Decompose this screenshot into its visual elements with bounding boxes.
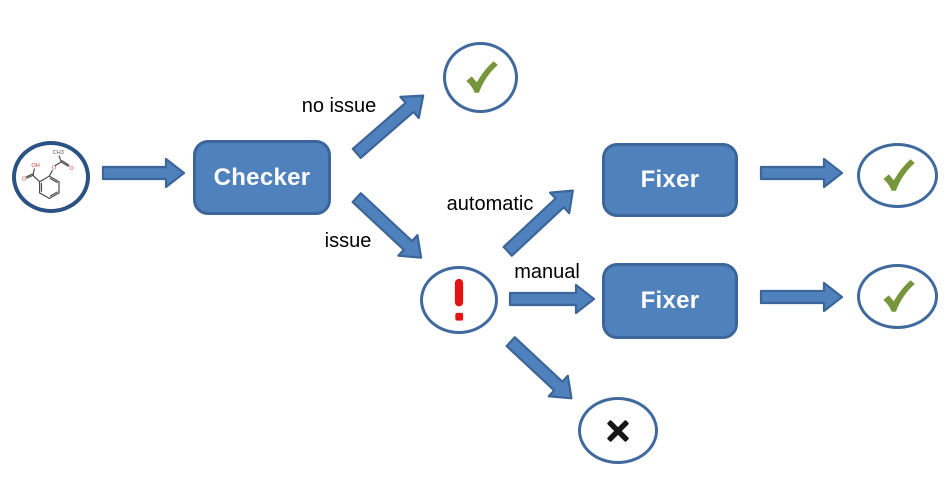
- ok-node-manual: [857, 264, 938, 329]
- fixer-automatic-node: Fixer: [602, 143, 738, 217]
- edge-label-manual: manual: [514, 261, 580, 283]
- edge-label-no-issue: no issue: [301, 95, 377, 117]
- edge-label-automatic: automatic: [446, 193, 534, 215]
- atom-label: O: [52, 165, 57, 171]
- arrow-issue-to-fixer-automatic: [502, 189, 574, 257]
- checker-node: Checker: [193, 140, 331, 215]
- arrow-checker-to-ok: [351, 94, 425, 159]
- check-icon: [882, 279, 915, 312]
- arrow-molecule-to-checker: [101, 157, 186, 189]
- check-icon: [882, 158, 915, 191]
- arrow-issue-to-reject: [505, 336, 573, 400]
- exclamation-icon: [454, 278, 464, 321]
- issue-node: [420, 266, 498, 334]
- arrow-fixer-automatic-to-ok: [759, 157, 844, 189]
- arrow-fixer-manual-to-ok: [759, 281, 844, 313]
- checker-label: Checker: [213, 163, 311, 191]
- aspirin-molecule-icon: O OH O O CH3: [22, 150, 74, 200]
- ok-node-automatic: [857, 143, 938, 208]
- atom-label: O: [69, 166, 74, 172]
- ok-node-no-issue: [443, 42, 518, 113]
- fixer-label: Fixer: [640, 287, 700, 314]
- cross-icon: [607, 419, 629, 442]
- atom-label: O: [22, 177, 27, 183]
- fixer-manual-node: Fixer: [602, 263, 738, 339]
- reject-node: [578, 397, 658, 464]
- atom-label: OH: [31, 163, 39, 169]
- arrow-checker-to-issue: [351, 192, 423, 259]
- atom-label: CH3: [53, 150, 64, 156]
- check-icon: [465, 60, 498, 93]
- edge-label-issue: issue: [324, 230, 372, 252]
- fixer-label: Fixer: [640, 166, 700, 193]
- arrow-issue-to-fixer-manual: [508, 283, 596, 315]
- molecule-node: O OH O O CH3: [12, 141, 90, 213]
